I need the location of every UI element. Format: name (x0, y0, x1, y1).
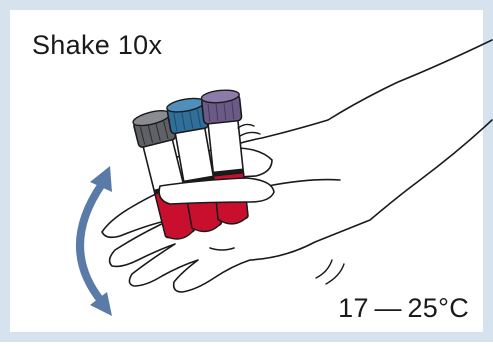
instruction-panel: Shake 10x 17 — 25°C (0, 0, 493, 342)
temperature-range-label: 17 — 25°C (338, 293, 469, 324)
instruction-title: Shake 10x (32, 30, 162, 61)
curved-double-arrow-icon (80, 166, 112, 316)
